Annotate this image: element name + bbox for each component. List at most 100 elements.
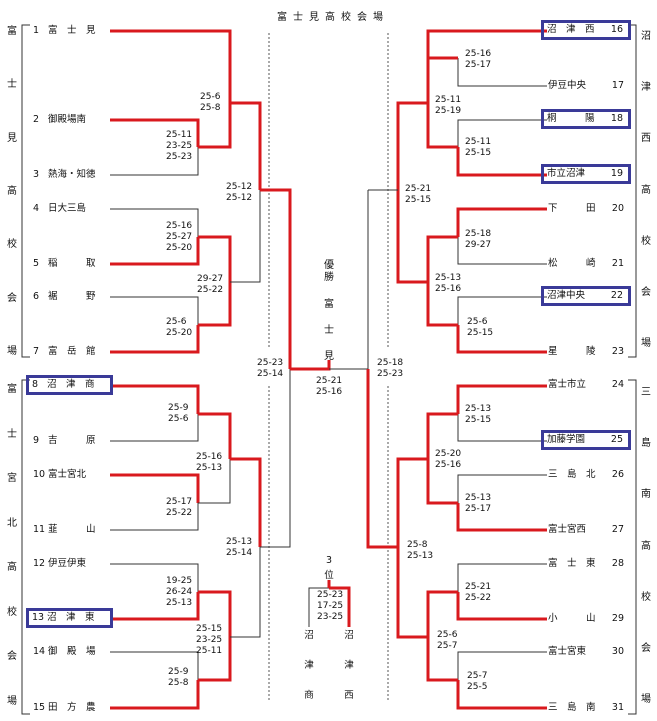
score-m89v1011: 25-16 25-13 <box>196 452 223 473</box>
score-m18v19: 25-11 25-15 <box>465 137 492 158</box>
team-name: 日大三島 <box>48 203 87 214</box>
team-name: 田 方 農 <box>48 702 96 713</box>
venue-label-right-bottom: 三 <box>641 387 651 398</box>
line-adv-30v31 <box>426 637 458 682</box>
score-m1v23: 25-6 25-8 <box>200 92 221 113</box>
team-seed: 23 <box>611 346 624 357</box>
team-name: 伊豆中央 <box>548 80 587 91</box>
team-seed: 25 <box>610 434 623 445</box>
third-place-team-left: 沼 <box>304 630 314 641</box>
team-seed: 2 <box>33 114 40 125</box>
line-adv-18v19 <box>426 103 458 149</box>
venue-bracket-left-bottom <box>21 379 30 715</box>
line-adv-6v7 <box>198 282 232 327</box>
line-team-14 <box>110 651 199 680</box>
line-team-25 <box>457 414 547 442</box>
line-adv-16v17 <box>426 56 458 103</box>
team-seed: 7 <box>33 346 40 357</box>
score-m-bottom-left-semi: 25-13 25-14 <box>226 537 253 558</box>
venue-bracket-left-top <box>21 24 30 358</box>
line-team-7 <box>110 325 200 354</box>
team-name: 沼 津 東 <box>47 612 95 623</box>
team-name: 三 島 南 <box>548 702 596 713</box>
team-seed: 16 <box>610 24 623 35</box>
team-name: 御 殿 場 <box>48 646 96 657</box>
score-m10v11: 25-17 25-22 <box>166 497 193 518</box>
venue-label-left-bottom: 高 <box>7 562 17 574</box>
team-name: 沼 津 商 <box>47 379 95 390</box>
team-name: 下 田 <box>548 203 596 214</box>
line-adv-4v5 <box>198 235 232 282</box>
score-m26v27: 25-13 25-17 <box>465 493 492 514</box>
venue-label-right-bottom: 島 <box>641 438 651 450</box>
venue-label-right-bottom: 会 <box>641 642 651 654</box>
line-adv-4to7 <box>230 190 261 283</box>
score-m-left-final: 25-23 25-14 <box>257 358 284 379</box>
line-team-24 <box>456 384 547 414</box>
third-place-label: 3 <box>325 555 333 566</box>
line-adv-14v15 <box>198 637 232 682</box>
line-team-9 <box>110 414 199 442</box>
team-seed: 21 <box>611 258 624 269</box>
score-m-bottom-right-semi: 25-8 25-13 <box>407 540 434 561</box>
line-adv-bottom-right <box>366 369 398 549</box>
line-adv-8v9 <box>198 412 232 459</box>
venue-label-left-top: 場 <box>7 346 17 357</box>
line-adv-16to19 <box>396 101 428 190</box>
score-m45v67: 29-27 25-22 <box>197 274 224 295</box>
line-team-28 <box>457 563 547 592</box>
team-name: 市立沼津 <box>547 168 586 179</box>
venue-label-right-bottom: 場 <box>641 694 651 705</box>
line-adv-top-left <box>260 188 292 369</box>
line-team-11 <box>110 503 199 531</box>
team-seed: 6 <box>33 291 40 302</box>
team-name: 吉 原 <box>48 435 96 446</box>
venue-label-right-top: 校 <box>641 235 651 247</box>
venue-label-right-top: 高 <box>641 184 651 196</box>
line-team-2 <box>110 118 200 147</box>
score-m-top-right-semi: 25-21 25-15 <box>405 184 432 205</box>
score-m2829v3031: 25-6 25-7 <box>437 630 458 651</box>
score-m2021v2223: 25-13 25-16 <box>435 273 462 294</box>
line-adv-8to11 <box>230 457 262 547</box>
team-seed: 4 <box>33 203 40 214</box>
champion-name: 士 <box>324 325 334 336</box>
venue-label-left-bottom: 宮 <box>7 473 17 485</box>
third-place-label: 位 <box>324 570 334 581</box>
venue-label-left-top: 高 <box>7 186 17 197</box>
line-team-13 <box>110 592 200 621</box>
score-m24v25: 25-13 25-15 <box>465 404 492 425</box>
third-place-team-right: 沼 <box>344 630 354 641</box>
line-adv-22v23 <box>426 282 458 327</box>
line-third-right <box>329 586 351 627</box>
score-m-top-left-semi: 25-12 25-12 <box>226 182 253 203</box>
line-adv-1 <box>230 101 262 190</box>
team-seed: 29 <box>611 613 624 624</box>
team-name: 富士宮西 <box>548 524 587 535</box>
venue-label-left-bottom: 会 <box>7 651 17 663</box>
champion-name: 見 <box>324 351 334 362</box>
team-seed: 18 <box>610 113 623 124</box>
venue-bracket-right-top <box>628 24 637 358</box>
venue-label-right-bottom: 校 <box>641 591 651 603</box>
line-team-10 <box>110 473 200 503</box>
line-team-6 <box>110 296 199 325</box>
team-seed: 27 <box>611 524 624 535</box>
team-27: 富士宮西 27 <box>548 524 626 536</box>
line-team-5 <box>110 237 200 266</box>
line-adv-20to23 <box>396 190 428 284</box>
venue-label-left-bottom: 校 <box>7 606 17 618</box>
line-adv-10v11 <box>198 459 231 504</box>
team-name: 小 山 <box>548 613 596 624</box>
team-seed: 15 <box>33 702 46 713</box>
venue-label-left-bottom: 富 <box>7 384 17 395</box>
